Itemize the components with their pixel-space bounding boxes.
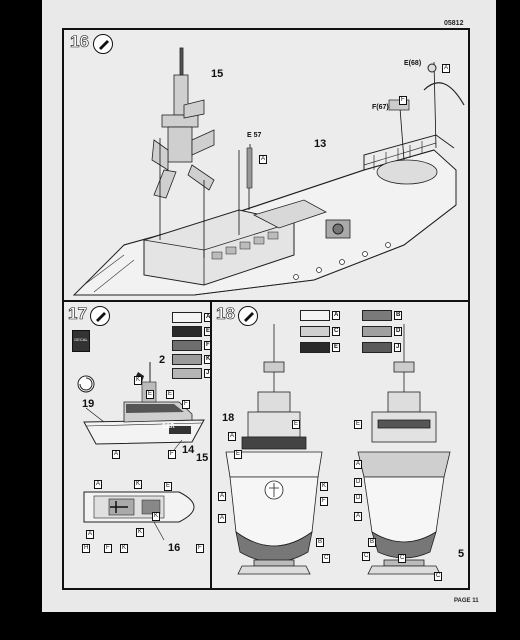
paint-callout: K — [120, 544, 129, 553]
paint-callout: A — [86, 530, 95, 539]
paint-swatch — [172, 368, 202, 379]
paint-code: E — [332, 343, 341, 352]
hull-marking: S&R — [162, 424, 175, 430]
paint-callout: F — [104, 544, 112, 553]
paint-callout: C — [322, 554, 331, 563]
paint-code: A — [332, 311, 341, 320]
step-number: 16 — [70, 32, 90, 52]
paint-callout: K — [152, 512, 161, 521]
paint-callout: D — [354, 478, 363, 487]
paint-callout-a: A — [259, 155, 268, 164]
paint-callout: C — [362, 552, 371, 561]
paint-callout: A — [228, 432, 237, 441]
paint-swatch — [362, 342, 392, 353]
decal-icon: DECAL — [72, 330, 90, 352]
paint-code: D — [394, 327, 403, 336]
paint-callout: F — [196, 544, 204, 553]
paint-callout: F — [182, 400, 190, 409]
page-label: PAGE 11 — [454, 598, 479, 604]
part-15-label: 15 — [211, 68, 224, 80]
paint-callout: F — [168, 450, 176, 459]
paint-callout: K — [134, 480, 143, 489]
part-2-label: 2 — [159, 354, 166, 366]
step-number: 18 — [216, 304, 236, 324]
glue-icon — [93, 34, 113, 54]
paint-callout: A — [94, 480, 103, 489]
part-15-label: 15 — [196, 452, 209, 464]
paint-callout: C — [434, 572, 443, 581]
paint-callout: A — [354, 512, 363, 521]
sheet-code: 05812 — [444, 20, 464, 27]
paint-callout: A — [218, 492, 227, 501]
paint-callout: F — [320, 497, 328, 506]
paint-code: B — [394, 311, 403, 320]
paint-callout: K — [134, 376, 143, 385]
paint-code: C — [332, 327, 341, 336]
paint-swatch — [362, 326, 392, 337]
step-17-drawing — [77, 362, 205, 541]
paint-callout: A — [218, 514, 227, 523]
paint-swatch — [172, 354, 202, 365]
paint-callout: E — [146, 390, 155, 399]
part-19-label: 19 — [82, 398, 95, 410]
step-16-panel: 16 — [62, 28, 470, 303]
paint-callout: K — [320, 482, 329, 491]
paint-callout: B — [316, 538, 325, 547]
paint-swatch — [172, 312, 202, 323]
paint-callout: D — [354, 494, 363, 503]
part-f67-callout: F(67) — [372, 104, 389, 111]
step-18-drawing — [225, 324, 451, 575]
part-14-label: 14 — [182, 444, 195, 456]
glue-icon — [238, 306, 258, 326]
instruction-sheet: 05812 16 — [42, 0, 496, 612]
paint-swatch — [172, 340, 202, 351]
paint-swatch — [172, 326, 202, 337]
paint-callout: A — [112, 450, 121, 459]
paint-swatch — [362, 310, 392, 321]
paint-callout: E — [234, 450, 243, 459]
paint-swatch — [300, 310, 330, 321]
step-18-panel: 18 A C E B D J — [210, 300, 470, 590]
paint-callout: A — [354, 460, 363, 469]
paint-callout: E — [164, 482, 173, 491]
paint-code: J — [394, 343, 402, 352]
step-16-drawing — [72, 47, 465, 296]
step-17-panel: 17 DECAL A E F K J — [62, 300, 213, 590]
paint-callout-f: F — [399, 96, 407, 105]
part-18-label: 18 — [222, 412, 235, 424]
part-e68-callout: E(68) — [404, 60, 422, 67]
paint-swatch — [300, 342, 330, 353]
paint-callout: E — [166, 390, 175, 399]
paint-callout: E — [354, 420, 363, 429]
glue-icon — [90, 306, 110, 326]
paint-callout-a: A — [442, 64, 451, 73]
part-16-label: 16 — [168, 542, 181, 554]
paint-callout: K — [136, 528, 145, 537]
paint-callout: E — [292, 420, 301, 429]
paint-swatch — [300, 326, 330, 337]
part-5-label: 5 — [458, 548, 465, 560]
step-number: 17 — [68, 304, 88, 324]
paint-callout: C — [398, 554, 407, 563]
part-e57-callout: E 57 — [247, 132, 262, 139]
paint-callout: B — [368, 538, 377, 547]
paint-callout: H — [82, 544, 91, 553]
part-13-label: 13 — [314, 138, 327, 150]
